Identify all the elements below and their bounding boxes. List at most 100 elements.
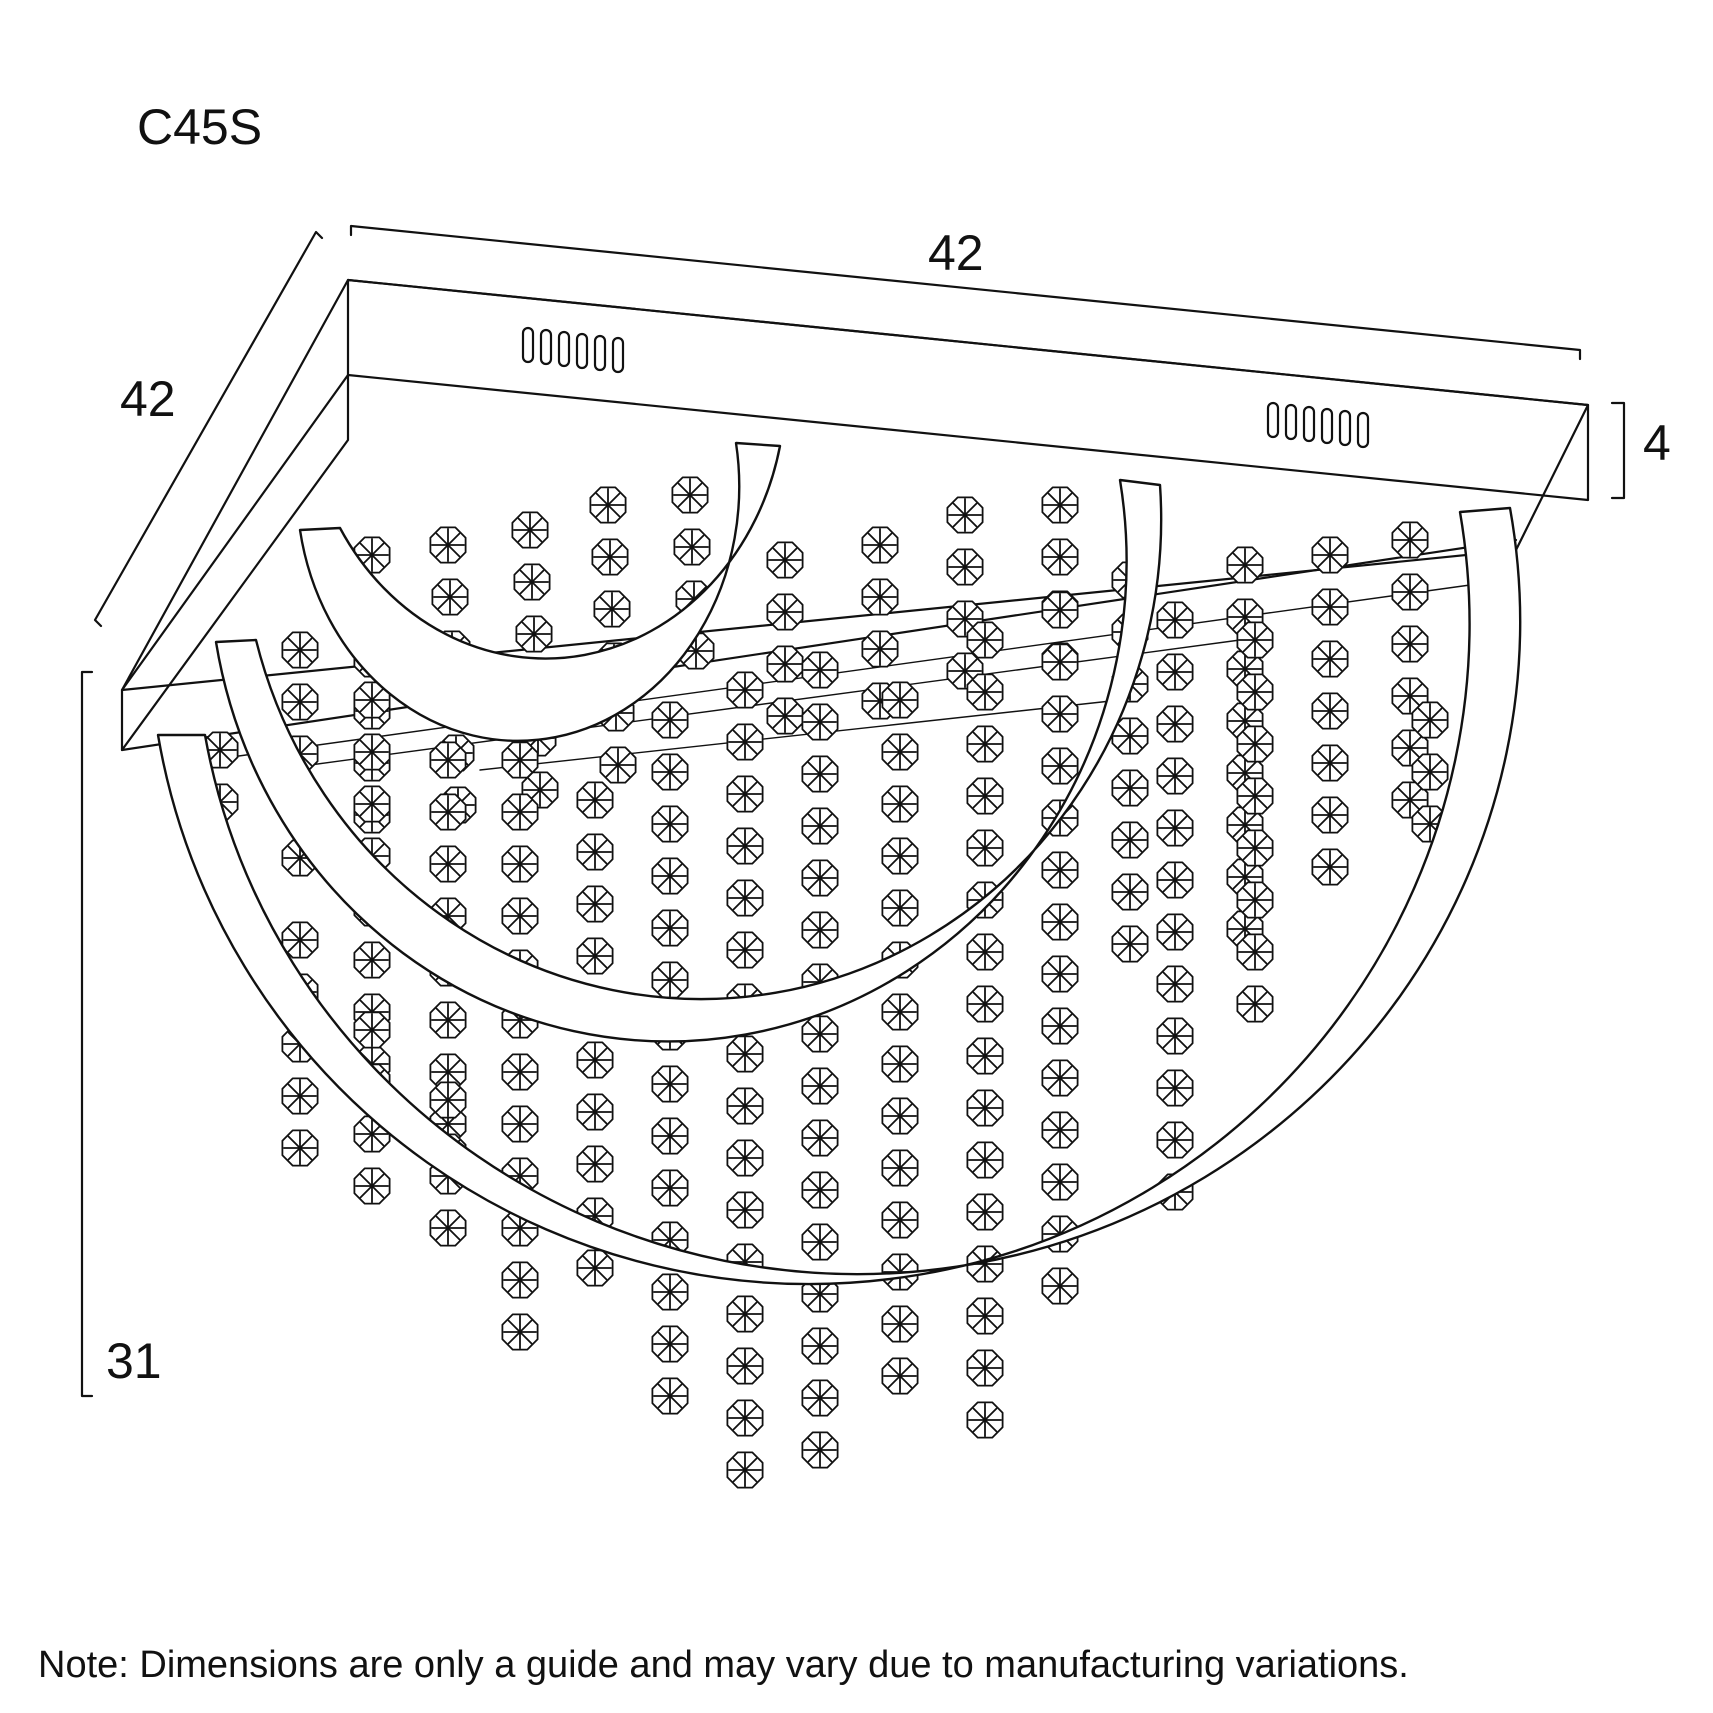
- crystal-bead: [946, 548, 984, 586]
- outer-ring: [156, 506, 1522, 1286]
- crystal-bead: [966, 1245, 1004, 1283]
- crystal-bead: [591, 538, 629, 576]
- crystal-bead: [599, 746, 637, 784]
- crystal-bead: [651, 1325, 689, 1363]
- crystal-bead: [201, 731, 239, 769]
- crystal-bead: [1156, 965, 1194, 1003]
- crystal-bead: [1041, 851, 1079, 889]
- crystal-bead: [501, 897, 539, 935]
- crystal-bead: [429, 793, 467, 831]
- crystal-bead: [1041, 955, 1079, 993]
- width-dimension-label: 42: [928, 225, 984, 281]
- crystal-bead: [429, 1001, 467, 1039]
- crystal-bead: [1236, 673, 1274, 711]
- crystal-bead: [726, 1295, 764, 1333]
- crystal-bead: [801, 1379, 839, 1417]
- crystal-bead: [1311, 536, 1349, 574]
- crystal-bead: [1391, 729, 1429, 767]
- crystal-bead: [651, 753, 689, 791]
- crystal-bead: [1041, 538, 1079, 576]
- crystal-bead: [651, 701, 689, 739]
- crystal-bead: [881, 1045, 919, 1083]
- crystal-bead: [576, 1249, 614, 1287]
- crystal-bead: [1111, 873, 1149, 911]
- crystal-bead: [801, 859, 839, 897]
- crystal-bead: [429, 1081, 467, 1119]
- crystal-bead: [881, 1201, 919, 1239]
- crystal-bead: [1156, 809, 1194, 847]
- crystal-bead: [801, 1327, 839, 1365]
- crystal-bead: [966, 933, 1004, 971]
- crystal-bead: [1411, 701, 1449, 739]
- crystal-bead: [766, 697, 804, 735]
- crystal-bead: [881, 785, 919, 823]
- crystal-bead: [281, 1077, 319, 1115]
- crystal-bead: [1041, 695, 1079, 733]
- crystal-bead: [966, 725, 1004, 763]
- crystal-bead: [429, 1053, 467, 1091]
- crystal-bead: [501, 1313, 539, 1351]
- crystal-bead: [881, 681, 919, 719]
- crystal-bead: [1041, 643, 1079, 681]
- crystal-bead: [966, 829, 1004, 867]
- crystal-bead: [501, 741, 539, 779]
- base-height-dimension-line: [1610, 401, 1626, 500]
- crystal-bead: [1411, 753, 1449, 791]
- crystal-bead: [281, 631, 319, 669]
- crystal-bead: [946, 496, 984, 534]
- crystal-bead: [966, 673, 1004, 711]
- crystal-bead: [1041, 1111, 1079, 1149]
- crystal-bead: [861, 578, 899, 616]
- crystal-bead: [651, 1273, 689, 1311]
- crystal-bead: [515, 615, 553, 653]
- crystal-bead: [881, 993, 919, 1031]
- crystal-bead: [726, 931, 764, 969]
- crystal-bead: [353, 1011, 391, 1049]
- crystal-bead: [966, 985, 1004, 1023]
- crystal-bead: [589, 486, 627, 524]
- crystal-bead: [576, 1041, 614, 1079]
- ceiling-base-plate: [120, 278, 1590, 752]
- crystal-bead: [1156, 757, 1194, 795]
- crystal-bead: [801, 703, 839, 741]
- crystal-bead: [1236, 725, 1274, 763]
- crystal-bead: [513, 563, 551, 601]
- crystal-bead: [353, 733, 391, 771]
- crystal-bead: [966, 1141, 1004, 1179]
- crystal-bead: [881, 889, 919, 927]
- crystal-bead: [1311, 640, 1349, 678]
- crystal-bead: [281, 683, 319, 721]
- crystal-bead: [1041, 903, 1079, 941]
- middle-ring: [214, 478, 1163, 1043]
- crystal-bead: [1041, 1267, 1079, 1305]
- crystal-bead: [881, 837, 919, 875]
- crystal-bead: [966, 1297, 1004, 1335]
- crystal-bead: [726, 1399, 764, 1437]
- crystal-bead: [651, 1169, 689, 1207]
- crystal-bead: [651, 805, 689, 843]
- crystal-bead: [726, 671, 764, 709]
- crystal-bead: [429, 741, 467, 779]
- crystal-bead: [1041, 1007, 1079, 1045]
- led-rings: [156, 441, 1522, 1286]
- crystal-bead: [1156, 1121, 1194, 1159]
- crystal-bead: [966, 621, 1004, 659]
- crystal-bead: [726, 1191, 764, 1229]
- crystal-bead: [861, 630, 899, 668]
- crystal-bead: [1391, 573, 1429, 611]
- crystal-bead: [651, 909, 689, 947]
- crystal-bead: [1236, 881, 1274, 919]
- crystal-bead: [576, 885, 614, 923]
- overall-height-dimension-label: 31: [106, 1333, 162, 1389]
- crystal-bead: [501, 793, 539, 831]
- crystal-bead: [801, 807, 839, 845]
- crystal-bead: [726, 1451, 764, 1489]
- crystal-bead: [1311, 744, 1349, 782]
- crystal-bead: [1041, 1059, 1079, 1097]
- crystal-bead: [1156, 1069, 1194, 1107]
- crystal-bead: [801, 1119, 839, 1157]
- crystal-bead: [1156, 913, 1194, 951]
- crystal-bead: [651, 961, 689, 999]
- crystal-bead: [1156, 705, 1194, 743]
